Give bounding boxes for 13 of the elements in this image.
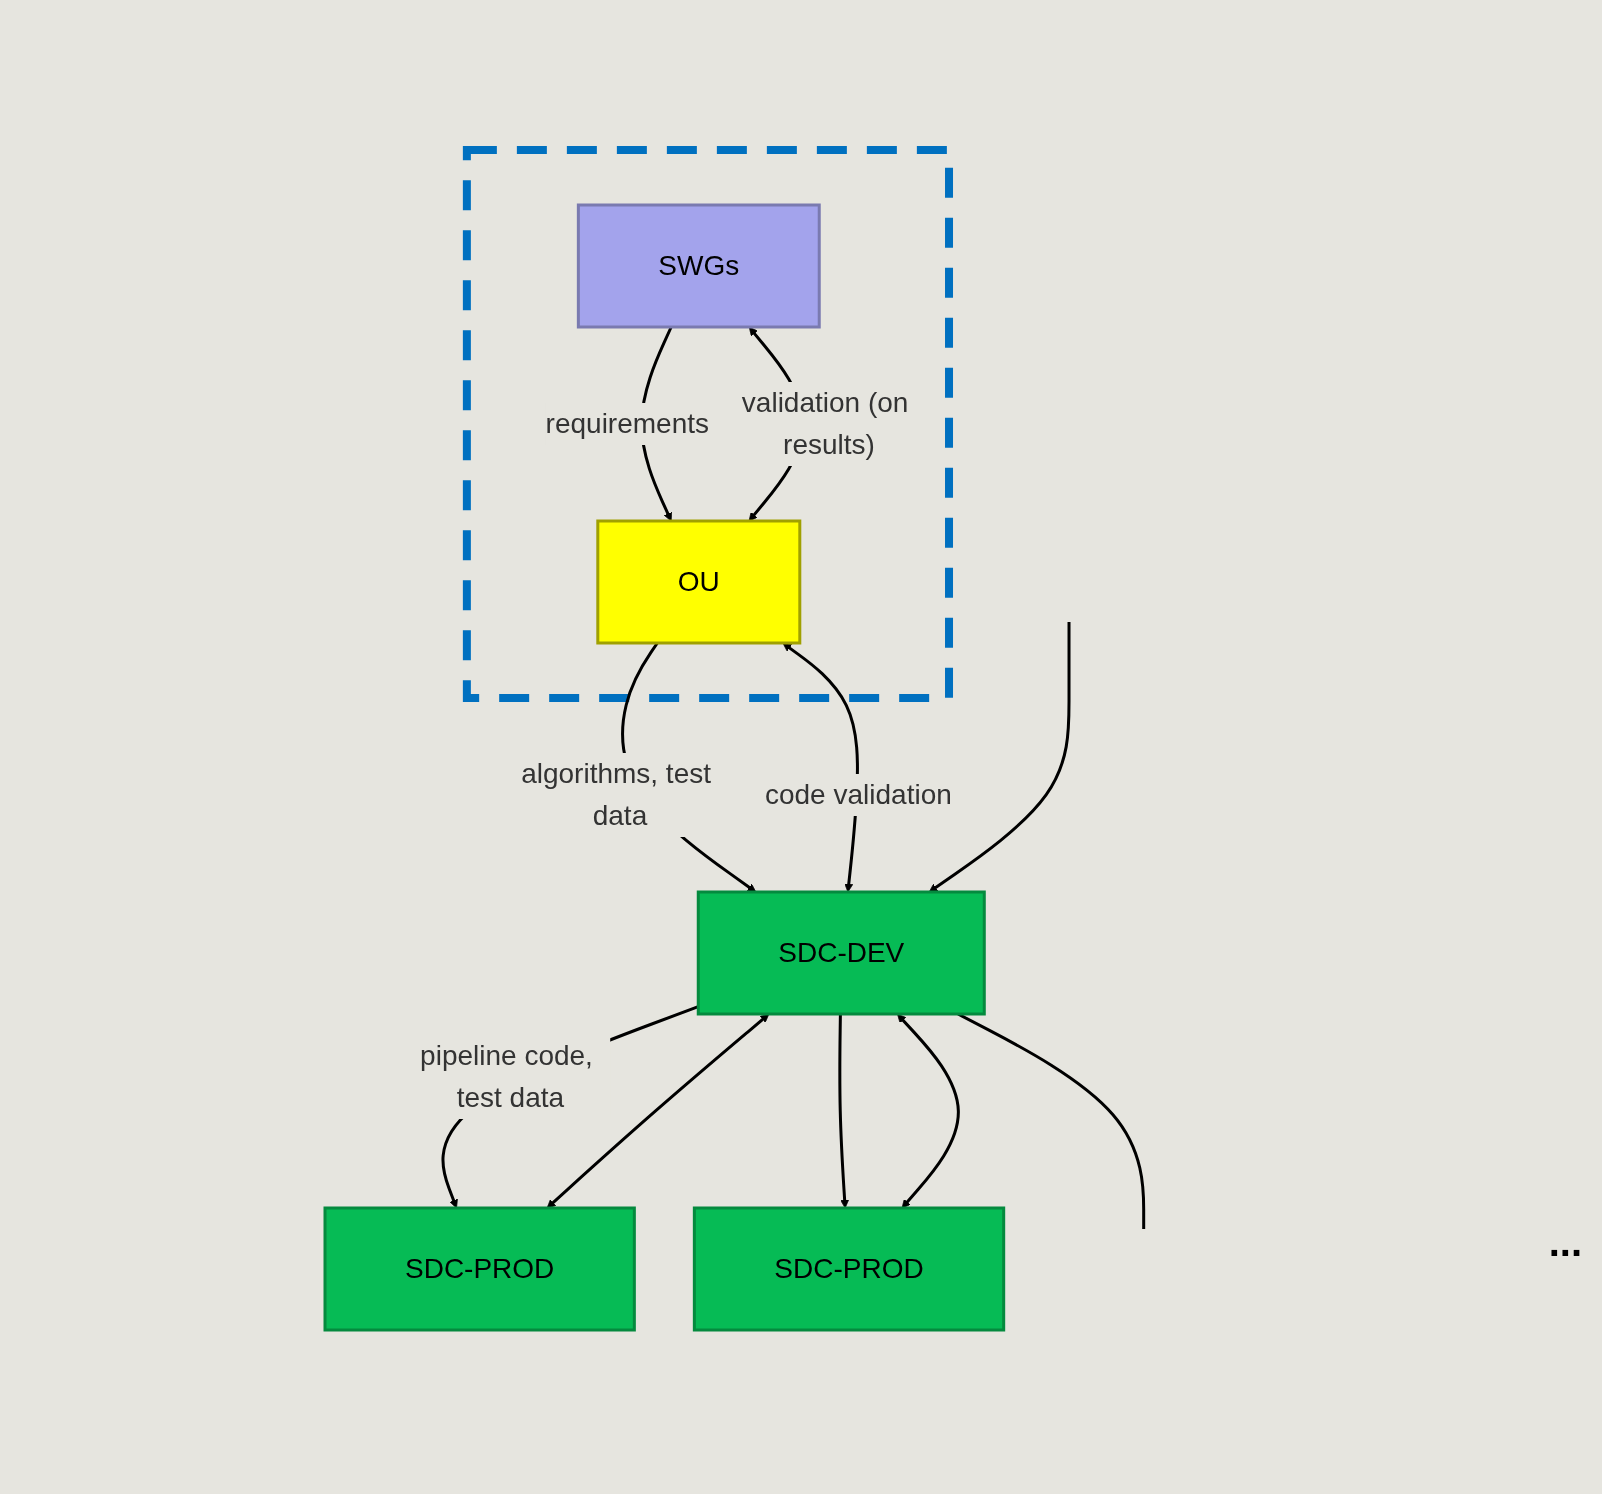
ellipsis-note: ... <box>1548 1220 1582 1265</box>
node-box: SWGs <box>576 203 821 329</box>
node-box: SDC-PROD <box>323 1206 636 1332</box>
node-box: SDC-DEV <box>696 890 986 1016</box>
edge-label: pipeline code, test data <box>420 1040 593 1113</box>
edge-label: requirements <box>545 408 709 439</box>
cluster <box>462 146 953 702</box>
edge-label: code validation <box>764 779 952 810</box>
arrow <box>928 622 1071 893</box>
node-box: SDC-PROD <box>692 1206 1006 1332</box>
edge-label: validation (on results) <box>741 387 909 460</box>
node-box: OU <box>596 519 802 645</box>
edge-label: algorithms, test data <box>521 758 711 831</box>
